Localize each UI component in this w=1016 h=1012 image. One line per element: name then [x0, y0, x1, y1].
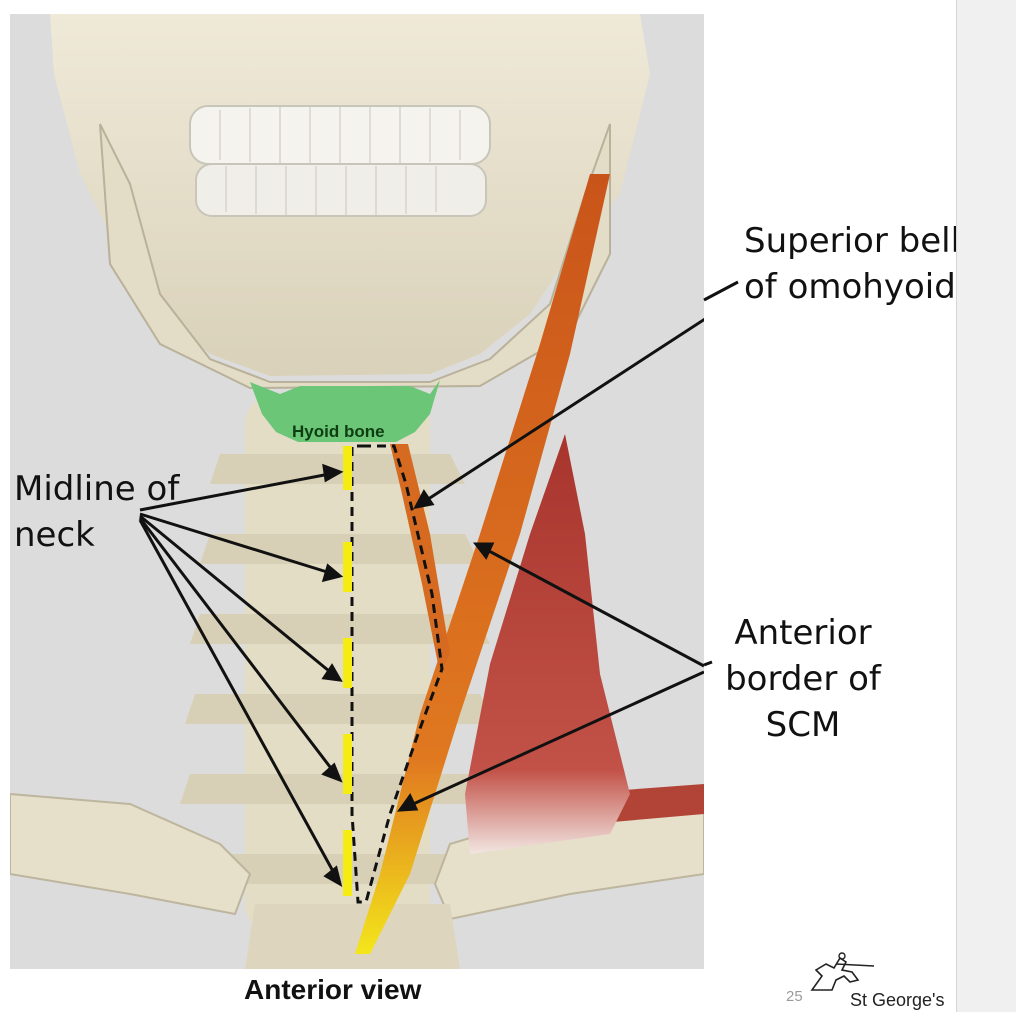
neck-anatomy-illustration	[10, 14, 704, 969]
midline-of-neck-label: Midline of neck	[14, 466, 179, 558]
figure-caption: Anterior view	[244, 974, 422, 1005]
scm-label-line-3: SCM	[765, 705, 841, 745]
brand-name: St George's	[850, 990, 945, 1010]
hyoid-bone	[250, 380, 440, 442]
lower-teeth	[195, 163, 487, 217]
anatomy-figure: Hyoid bone	[10, 14, 704, 969]
page-number: 25	[786, 988, 803, 1005]
scm-clavicular-head	[465, 434, 630, 854]
omohyoid-label: Superior belly of omohyoid	[744, 218, 980, 310]
midline-label-line-2: neck	[14, 515, 95, 555]
window-side-panel	[956, 0, 1016, 1012]
upper-teeth	[189, 105, 491, 165]
scm-label-line-2: border of	[725, 659, 881, 699]
scm-label-line-1: Anterior	[734, 613, 872, 653]
midline-label-line-1: Midline of	[14, 469, 180, 509]
omohyoid-label-line-2: of omohyoid	[744, 267, 956, 307]
midline-dashes	[343, 446, 352, 896]
left-clavicle	[10, 792, 252, 916]
sternocleidomastoid	[355, 174, 610, 954]
midline-arrows	[138, 463, 344, 888]
knight-on-horse-logo-icon	[810, 952, 875, 991]
scm-label: Anterior border of SCM	[718, 610, 888, 748]
omohyoid-superior-belly	[390, 444, 450, 674]
hyoid-bone-label: Hyoid bone	[292, 422, 385, 441]
scm-arrows	[396, 542, 704, 812]
omohyoid-label-line-1: Superior belly	[744, 221, 981, 261]
manubrium	[245, 904, 460, 969]
omohyoid-arrow	[413, 317, 704, 510]
